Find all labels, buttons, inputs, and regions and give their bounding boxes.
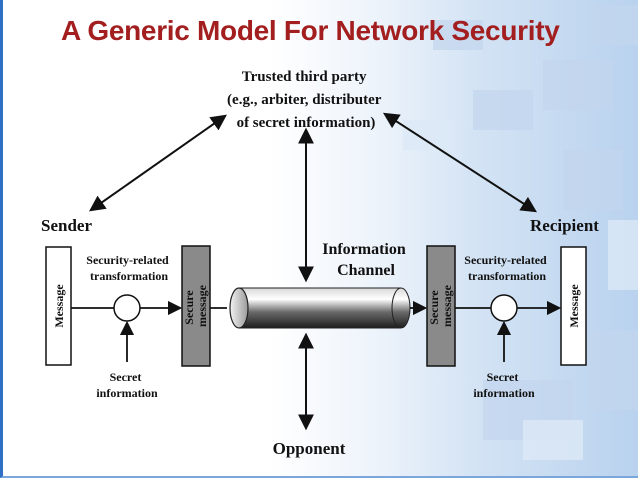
channel-line-1: Information [322, 241, 406, 258]
right-message-box [560, 246, 587, 366]
right-transform-line-2: transformation [468, 269, 546, 283]
left-transform-circle [113, 294, 141, 322]
sender-trusted-arrow [89, 114, 227, 212]
right-transform-label: Security-related transformation [464, 253, 549, 283]
trusted-party-line-2: (e.g., arbiter, distributer [227, 92, 382, 108]
trusted-party-line-1: Trusted third party [242, 69, 367, 85]
trusted-party-line-3: of secret information) [237, 115, 376, 131]
left-message-label: Message [52, 284, 66, 328]
right-secret-line-2: information [473, 386, 535, 400]
recipient-label: Recipient [530, 216, 599, 235]
left-transform-line-1: Security-related [86, 253, 169, 267]
left-secure-line-1: Secure [182, 290, 196, 325]
left-secret-line-2: information [96, 386, 158, 400]
opponent-label: Opponent [273, 439, 346, 458]
right-secure-line-2: message [440, 284, 454, 327]
right-secure-line-1: Secure [427, 290, 441, 325]
recipient-trusted-arrow [382, 112, 538, 213]
left-secure-message-label: Secure message [182, 284, 209, 327]
left-message-box [45, 246, 72, 366]
left-transform-line-2: transformation [90, 269, 168, 283]
right-secret-line-1: Secret [487, 370, 519, 384]
slide-title: A Generic Model For Network Security [61, 15, 560, 46]
trusted-party-label: Trusted third party (e.g., arbiter, dist… [227, 69, 385, 131]
right-secret-label: Secret information [473, 370, 535, 400]
left-secure-message-box [181, 245, 211, 367]
left-secret-line-1: Secret [110, 370, 142, 384]
information-channel-pipe [229, 287, 411, 329]
left-secret-label: Secret information [96, 370, 158, 400]
sender-label: Sender [41, 216, 92, 235]
right-secure-message-label: Secure message [427, 284, 454, 327]
information-channel-label: Information Channel [322, 241, 410, 279]
left-secure-line-2: message [195, 284, 209, 327]
right-secure-message-box [426, 245, 456, 367]
right-message-label: Message [567, 284, 581, 328]
right-transform-circle [490, 294, 518, 322]
right-transform-line-1: Security-related [464, 253, 547, 267]
channel-line-2: Channel [337, 262, 395, 279]
network-security-diagram: Trusted third party (e.g., arbiter, dist… [41, 69, 599, 458]
left-transform-label: Security-related transformation [86, 253, 171, 283]
